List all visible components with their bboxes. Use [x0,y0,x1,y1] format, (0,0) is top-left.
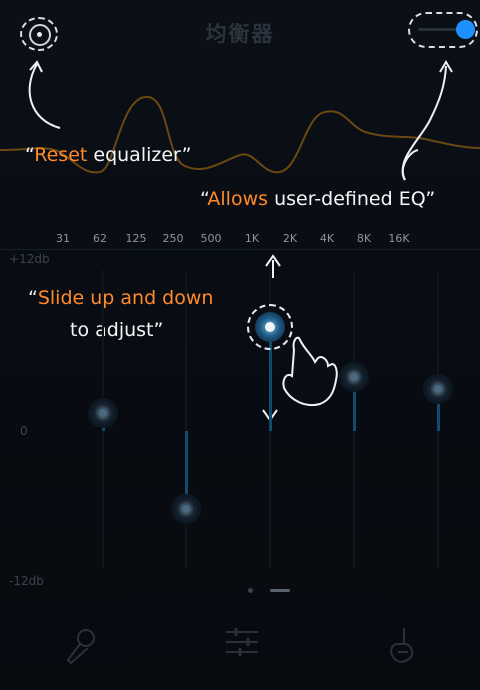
toggle-knob [456,20,475,39]
freq-label: 16K [388,232,410,245]
equalizer-sliders-icon[interactable] [224,626,260,662]
freq-label: 2K [282,232,298,245]
freq-label: 4K [319,232,335,245]
page-dot[interactable] [248,588,253,593]
eq-slider-handle[interactable] [174,497,198,521]
divider [0,249,480,250]
slider-fill [353,377,356,431]
eq-enable-toggle[interactable] [408,12,478,48]
tip-slide: “Slide up and down [28,287,214,309]
tip-reset: “Reset equalizer” [25,144,192,166]
frequency-labels: 31 62 125 250 500 1K 2K 4K 8K 16K [0,232,480,246]
freq-label: 125 [125,232,147,245]
page-title: 均衡器 [205,22,275,46]
scale-top-label: +12db [9,252,50,266]
eq-slider-handle-active[interactable] [247,304,293,350]
freq-label: 62 [93,232,107,245]
freq-label: 31 [56,232,70,245]
freq-label: 250 [162,232,184,245]
reset-circle-icon [29,24,51,46]
tip-allows: “Allows user-defined EQ” [200,188,436,210]
tip-slide-line2: to adjust” [70,319,164,341]
eq-response-curve [0,95,480,174]
slider-track[interactable] [185,270,187,568]
slider-fill [269,329,272,431]
slider-fill [185,431,188,509]
eq-slider-handle[interactable] [342,365,366,389]
reset-button[interactable] [20,17,58,51]
slider-fill [437,389,440,431]
freq-label: 1K [244,232,260,245]
eq-slider-handle[interactable] [91,401,115,425]
freq-label: 8K [356,232,372,245]
freq-label: 500 [200,232,222,245]
page-dot-active[interactable] [270,589,290,592]
scale-zero-label: 0 [20,424,28,438]
scale-bottom-label: -12db [9,574,44,588]
guitar-icon[interactable] [384,626,416,666]
eq-slider-handle[interactable] [426,377,450,401]
eq-curve-graph [0,95,480,174]
microphone-icon[interactable] [62,626,98,666]
